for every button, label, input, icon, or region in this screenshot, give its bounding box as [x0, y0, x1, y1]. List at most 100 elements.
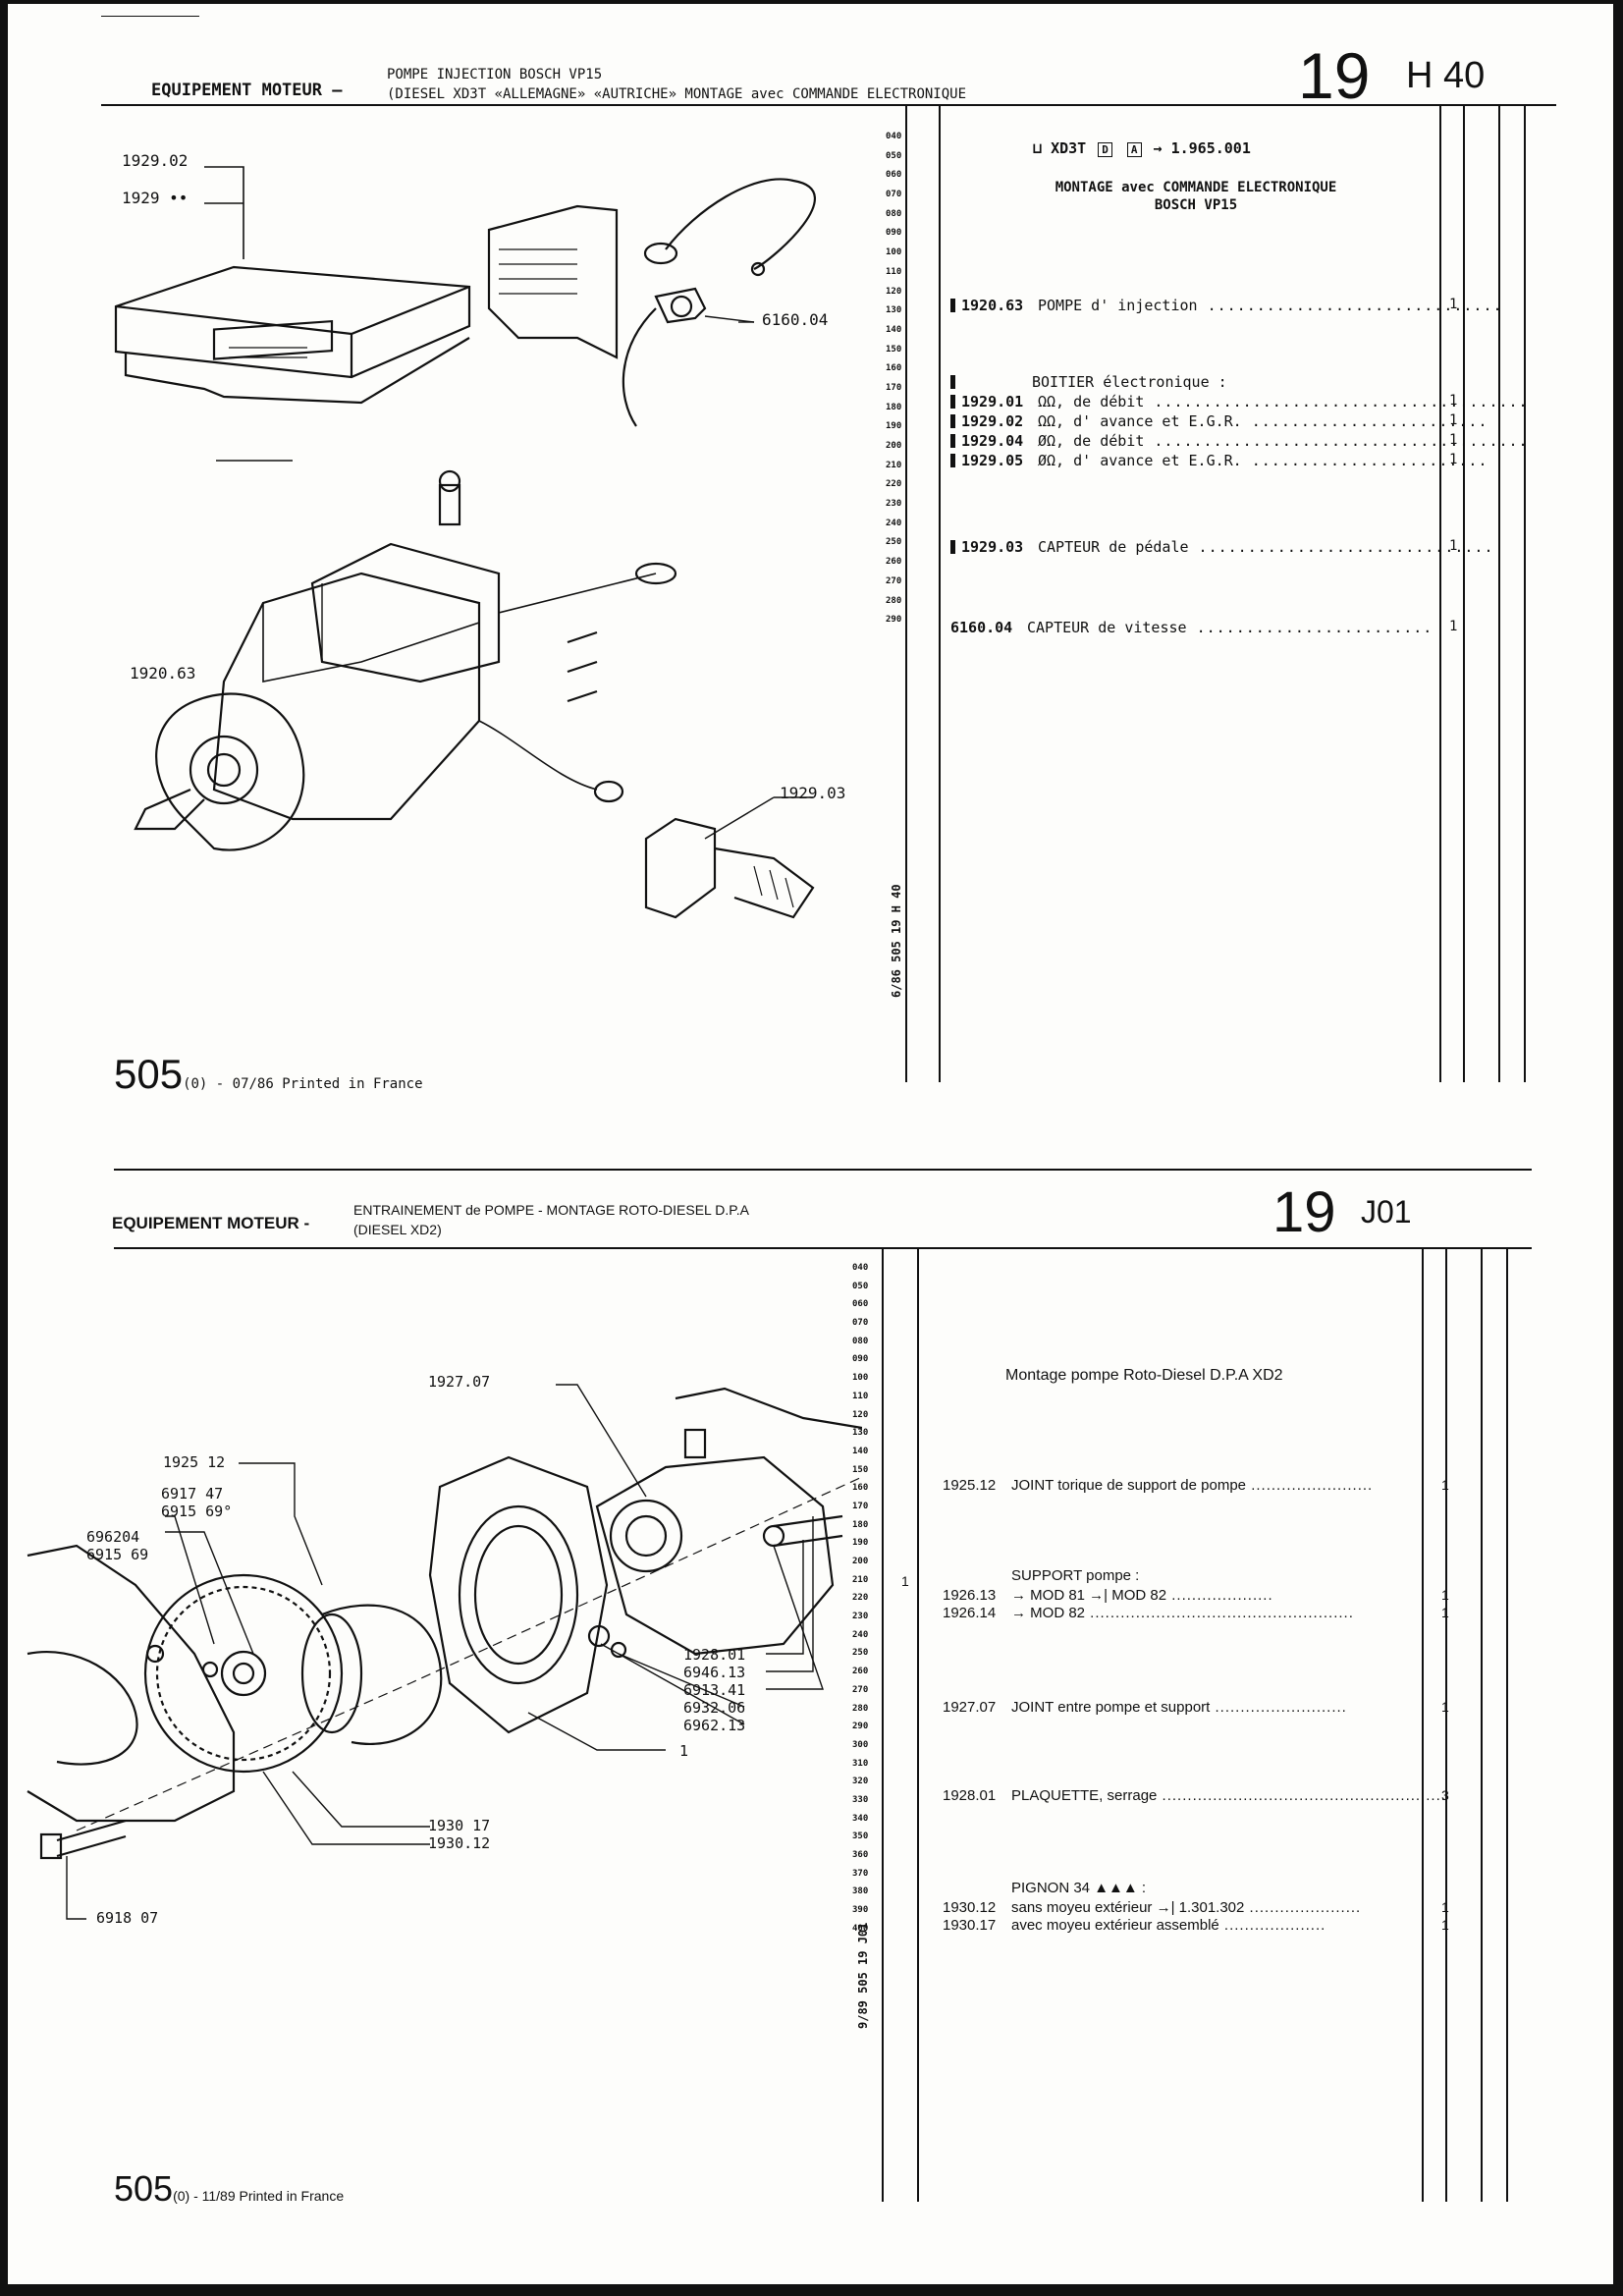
top-sheet-number: H 40 [1406, 55, 1486, 96]
part-quantity: 1 [1449, 432, 1458, 448]
callout-label: 1920.63 [130, 664, 196, 683]
bottom-col-line [917, 1249, 919, 2202]
callout-label: 6915 69° [161, 1503, 233, 1520]
callout-label: 6915 69 [86, 1546, 149, 1563]
part-ref: 1929.05 [961, 452, 1024, 469]
tick-label: 380 [852, 1886, 869, 1897]
tick-label: 230 [886, 499, 902, 510]
part-ref: 1929.04 [961, 432, 1024, 450]
callout-label: 6946.13 [683, 1664, 746, 1681]
tick-label: 180 [886, 402, 902, 412]
part-description: → MOD 81 →| MOD 82 [1011, 1587, 1167, 1604]
part-quantity: 1 [1441, 1917, 1449, 1933]
part-description: POMPE d' injection [1038, 297, 1198, 314]
part-ref: 1929.02 [961, 412, 1024, 430]
bottom-parts-diagram [27, 1384, 862, 1920]
tick-label: 170 [886, 382, 902, 393]
tick-label: 260 [886, 557, 902, 568]
part-ref: 1927.07 [943, 1699, 997, 1716]
model-number: 505 [114, 2168, 174, 2209]
part-quantity: 1 [1441, 1477, 1449, 1493]
tick-label: 290 [852, 1722, 869, 1732]
marker-icon [950, 454, 955, 467]
part-ref: 1926.14 [943, 1605, 997, 1621]
marker-icon [950, 540, 955, 554]
part-ref: 1926.13 [943, 1587, 997, 1604]
tick-label: 390 [852, 1905, 869, 1916]
tick-label: 100 [852, 1373, 869, 1384]
bottom-heading: Montage pompe Roto-Diesel D.P.A XD2 [1005, 1367, 1283, 1384]
part-ref: 1929.03 [961, 538, 1024, 556]
callout-label: 1930.12 [428, 1834, 491, 1852]
callout-label: 696204 [86, 1528, 140, 1546]
part-quantity: 1 [1441, 1587, 1449, 1603]
catalog-page: EQUIPEMENT MOTEUR – POMPE INJECTION BOSC… [8, 4, 1613, 2284]
top-group-number: 19 [1298, 39, 1371, 112]
tick-label: 130 [852, 1428, 869, 1439]
country-box-a: A [1126, 142, 1142, 157]
part-quantity: 1 [1449, 297, 1458, 312]
tick-label: 310 [852, 1758, 869, 1769]
part-ref: 1930.17 [943, 1917, 997, 1934]
tick-label: 250 [852, 1648, 869, 1659]
tick-label: 080 [852, 1336, 869, 1346]
leader-dots: .............................. [1188, 538, 1494, 556]
tick-label: 100 [886, 247, 902, 258]
part-description: → MOD 82 [1011, 1605, 1086, 1621]
marker-icon [950, 299, 955, 312]
callout-label: 1929.02 [122, 151, 189, 170]
tick-label: 070 [886, 190, 902, 200]
leader-dots: .................... [1166, 1587, 1273, 1604]
marker-icon [950, 375, 955, 389]
tick-label: 160 [852, 1483, 869, 1494]
bottom-footer: 505(0) - 11/89 Printed in France [114, 2168, 344, 2210]
part-description: avec moyeu extérieur assemblé [1011, 1917, 1219, 1934]
tick-label: 190 [886, 421, 902, 432]
tick-label: 060 [886, 170, 902, 181]
tick-label: 110 [886, 266, 902, 277]
top-heading-line2: BOSCH VP15 [1154, 197, 1238, 213]
part-ref: 1928.01 [943, 1787, 997, 1804]
tick-label: 360 [852, 1850, 869, 1860]
bottom-col-line [882, 1249, 884, 2202]
part-row: 1926.13 → MOD 81 →| MOD 82 ..............… [943, 1587, 1449, 1604]
callout-label: 1925 12 [163, 1453, 226, 1471]
leader-dots: ...................................... [1144, 393, 1529, 410]
side-quantity: 1 [901, 1573, 909, 1589]
tick-label: 260 [852, 1667, 869, 1677]
from-arrow: → [1153, 139, 1163, 157]
part-description: ΩΩ, d' avance et E.G.R. [1038, 412, 1242, 430]
part-quantity: 1 [1441, 1699, 1449, 1715]
tick-label: 140 [852, 1446, 869, 1456]
part-ref: 1929.01 [961, 393, 1024, 410]
tick-label: 120 [852, 1409, 869, 1420]
part-description: JOINT torique de support de pompe [1011, 1477, 1247, 1494]
leader-dots: .............................. [1197, 297, 1503, 314]
serial-number: 1.965.001 [1170, 139, 1251, 157]
bottom-col-line [1445, 1249, 1447, 2202]
part-description: ØΩ, d' avance et E.G.R. [1038, 452, 1242, 469]
tick-label: 210 [886, 460, 902, 470]
marker-icon [950, 434, 955, 448]
part-group-heading: SUPPORT pompe : [943, 1567, 1424, 1584]
tick-label: 130 [886, 305, 902, 316]
tick-label: 280 [852, 1703, 869, 1714]
tick-label: 270 [886, 575, 902, 586]
top-col-line [939, 106, 941, 1082]
callout-label: 1928.01 [683, 1646, 746, 1664]
part-ref: 1925.12 [943, 1477, 997, 1494]
tick-label: 370 [852, 1868, 869, 1879]
callout-label: 1929.03 [780, 784, 846, 802]
bottom-section-label: EQUIPEMENT MOTEUR - [112, 1214, 310, 1232]
tick-label: 250 [886, 537, 902, 548]
marker-icon [950, 395, 955, 409]
print-info: (0) - 11/89 Printed in France [173, 2188, 345, 2204]
